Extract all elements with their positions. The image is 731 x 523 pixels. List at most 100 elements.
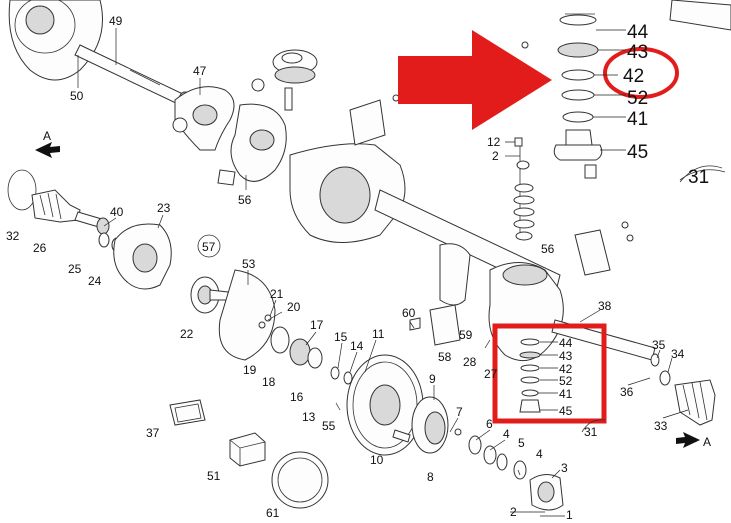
- label-1: 1: [566, 508, 573, 522]
- label-37: 37: [146, 426, 160, 440]
- label-27: 27: [484, 367, 498, 381]
- label-33: 33: [654, 419, 668, 433]
- inset-big-label-41: 41: [627, 109, 648, 130]
- inset-big-label-43: 43: [627, 42, 648, 63]
- inset-big-label-45: 45: [627, 142, 648, 163]
- label-25: 25: [68, 262, 82, 276]
- leader-lines: [77, 28, 689, 517]
- cv-boot-right: [674, 379, 716, 426]
- label-17: 17: [310, 318, 324, 332]
- label-14: 14: [350, 339, 364, 353]
- rings-6-5-4: [468, 435, 527, 480]
- inset-small-label-41: 41: [559, 387, 573, 401]
- label-24: 24: [88, 274, 102, 288]
- hub-22: [190, 276, 229, 314]
- kingpin-stack-center: [513, 145, 535, 241]
- inset-big-label-52: 52: [627, 88, 648, 109]
- label-a-left: A: [43, 129, 51, 143]
- kingpin-cap: [251, 49, 318, 111]
- label-57: 57: [202, 240, 216, 254]
- label-7: 7: [456, 405, 463, 419]
- splash-shield: [218, 269, 276, 361]
- label-51: 51: [207, 469, 221, 483]
- brake-disc-9: [346, 354, 424, 456]
- gasket-37: [169, 399, 206, 426]
- label-35: 35: [652, 338, 666, 352]
- label-31-lower: 31: [584, 425, 598, 439]
- inset-small-label-52: 52: [559, 374, 573, 388]
- label-55: 55: [322, 419, 336, 433]
- label-49: 49: [109, 14, 123, 28]
- label-34: 34: [671, 347, 685, 361]
- label-50: 50: [70, 89, 84, 103]
- part-labels: 49 47 50 A 56 32 26 40 23 25 24 57 53 22…: [6, 14, 711, 522]
- label-56-left: 56: [238, 193, 252, 207]
- knuckle-56-left: [217, 103, 287, 186]
- axle-shaft: [74, 44, 192, 109]
- inset-top-right-parts: [521, 0, 731, 181]
- inset-small-parts: [519, 338, 541, 413]
- label-32: 32: [6, 229, 20, 243]
- label-31-top: 31: [688, 167, 709, 188]
- inset-big-label-44: 44: [627, 22, 649, 43]
- inset-big-labels: 44 43 42 52 41 45: [593, 22, 649, 163]
- label-16: 16: [290, 390, 304, 404]
- arrow-a-left: [35, 142, 60, 158]
- bolt-12: [505, 137, 523, 157]
- label-47: 47: [193, 64, 207, 78]
- wheel-hub: [392, 396, 462, 454]
- label-11: 11: [372, 327, 385, 341]
- label-10: 10: [370, 453, 384, 467]
- arrow-a-right: [676, 432, 700, 448]
- label-56-right: 56: [541, 242, 555, 256]
- label-61: 61: [266, 506, 280, 520]
- label-40: 40: [110, 205, 124, 219]
- knuckle-23: [113, 223, 172, 290]
- label-2-bottom: 2: [510, 505, 517, 519]
- inset-small-label-43: 43: [559, 349, 573, 363]
- inset-small-label-45: 45: [559, 404, 573, 418]
- label-53: 53: [242, 257, 256, 271]
- label-28: 28: [463, 355, 477, 369]
- highlight-rectangle: [492, 323, 607, 424]
- label-3: 3: [561, 461, 568, 475]
- brake-disc-top: [8, 0, 103, 81]
- cube-51: [229, 432, 266, 467]
- hub-cap: [529, 474, 564, 511]
- label-58: 58: [438, 350, 452, 364]
- label-18: 18: [262, 375, 276, 389]
- label-59: 59: [459, 328, 473, 342]
- callout-arc-31-low: [581, 419, 606, 433]
- label-19: 19: [243, 363, 257, 377]
- label-6: 6: [486, 417, 493, 431]
- label-15: 15: [334, 330, 348, 344]
- red-arrow: [398, 30, 552, 130]
- inset-small-label-44: 44: [559, 336, 573, 350]
- ring-61: [271, 451, 329, 509]
- label-12: 12: [487, 135, 501, 149]
- label-21: 21: [270, 287, 284, 301]
- label-8: 8: [427, 470, 434, 484]
- bearings-left: [258, 314, 353, 385]
- label-23: 23: [157, 201, 171, 215]
- label-a-right: A: [703, 435, 711, 449]
- label-36: 36: [620, 385, 634, 399]
- inset-big-label-42: 42: [623, 66, 644, 87]
- label-60: 60: [402, 306, 416, 320]
- plate-58: [409, 304, 461, 346]
- label-20: 20: [287, 300, 301, 314]
- label-13: 13: [302, 410, 316, 424]
- label-9: 9: [429, 372, 436, 386]
- label-26: 26: [33, 241, 47, 255]
- inset-small-label-42: 42: [559, 362, 573, 376]
- steering-knuckle-47: [172, 86, 235, 151]
- inset-small-labels: 44 43 42 52 41 45: [559, 336, 573, 418]
- callout-circle-57: [197, 234, 221, 258]
- label-22: 22: [180, 327, 194, 341]
- label-2-upper: 2: [492, 149, 499, 163]
- label-4-upper: 4: [503, 427, 510, 441]
- callout-arc-31-top: [679, 165, 723, 183]
- knuckle-56-right: [488, 221, 634, 362]
- label-4-lower: 4: [536, 447, 543, 461]
